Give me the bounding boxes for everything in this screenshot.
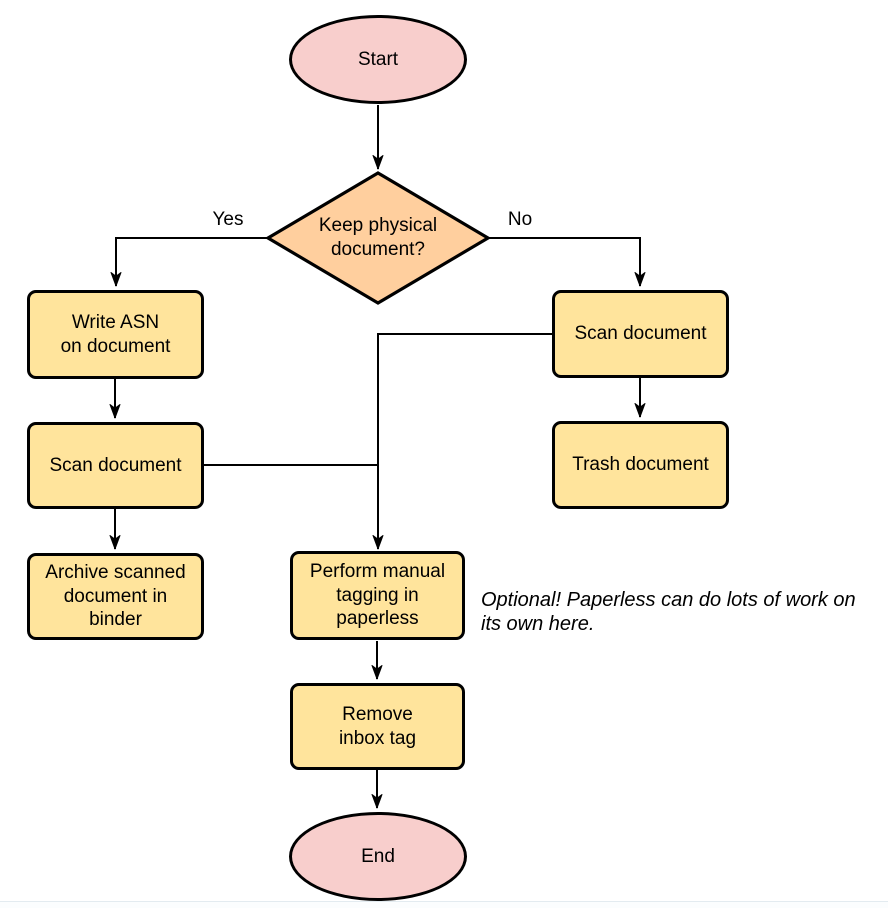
edge-label-yes: Yes bbox=[198, 209, 258, 231]
decision-label: Keep physical document? bbox=[318, 215, 438, 260]
perform-tagging-label: Perform manual tagging in paperless bbox=[309, 560, 446, 630]
start-label: Start bbox=[357, 48, 399, 70]
edge-decision-yes bbox=[110, 237, 267, 287]
scan-document-right-node: Scan document bbox=[552, 290, 729, 378]
trash-label: Trash document bbox=[572, 454, 709, 476]
perform-tagging-node: Perform manual tagging in paperless bbox=[290, 551, 465, 640]
optional-note: Optional! Paperless can do lots of work … bbox=[481, 589, 856, 636]
edge-scanright-to-tagging bbox=[372, 333, 552, 550]
edge-decision-no bbox=[487, 237, 646, 287]
scan-document-left-node: Scan document bbox=[27, 422, 204, 509]
scan-document-left-label: Scan document bbox=[49, 454, 182, 476]
page-bottom-edge bbox=[0, 901, 888, 908]
remove-inbox-label: Remove inbox tag bbox=[338, 703, 417, 749]
write-asn-node: Write ASN on document bbox=[27, 290, 204, 379]
trash-node: Trash document bbox=[552, 421, 729, 509]
remove-inbox-node: Remove inbox tag bbox=[290, 683, 465, 770]
decision-diamond-shape bbox=[264, 171, 492, 305]
decision-node: Keep physical document? bbox=[264, 169, 492, 307]
end-node: End bbox=[289, 812, 467, 901]
scan-document-right-label: Scan document bbox=[574, 323, 707, 345]
start-node: Start bbox=[289, 15, 467, 104]
edge-label-no: No bbox=[490, 209, 550, 231]
end-label: End bbox=[361, 845, 395, 867]
archive-node: Archive scanned document in binder bbox=[27, 553, 204, 640]
archive-label: Archive scanned document in binder bbox=[45, 561, 186, 631]
write-asn-label: Write ASN on document bbox=[60, 311, 171, 357]
